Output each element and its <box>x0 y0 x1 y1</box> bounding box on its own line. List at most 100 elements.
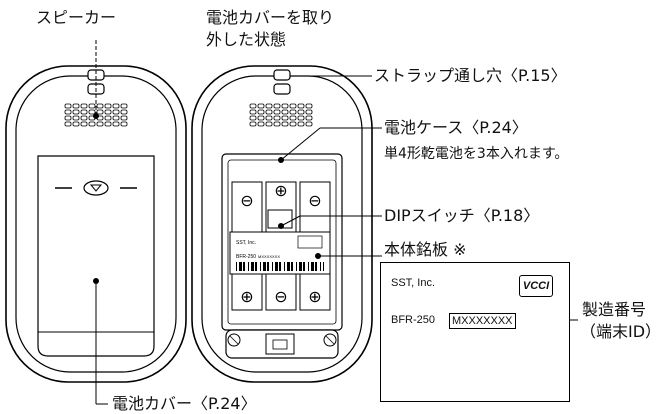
speaker-hole <box>112 115 120 121</box>
barcode-bar <box>255 262 257 271</box>
speaker-hole <box>281 103 289 109</box>
speaker-hole <box>120 103 128 109</box>
barcode-bar <box>263 262 266 271</box>
barcode-bar <box>267 262 269 271</box>
battery-cover-removed-label-line2: 外した状態 <box>206 30 287 49</box>
speaker-hole <box>64 115 72 121</box>
barcode-bar <box>296 262 297 271</box>
speaker-hole <box>80 115 88 121</box>
barcode-bar <box>315 262 317 271</box>
speaker-hole <box>96 103 104 109</box>
speaker-hole <box>120 121 128 127</box>
speaker-hole <box>64 109 72 115</box>
speaker-hole <box>281 121 289 127</box>
barcode-bar <box>299 262 302 271</box>
speaker-hole <box>104 115 112 121</box>
speaker-hole <box>249 121 257 127</box>
battery-3-plus-symbol: ⊕ <box>308 287 321 306</box>
battery-1-minus-symbol: ⊖ <box>240 191 253 210</box>
barcode-bar <box>279 262 281 271</box>
speaker-hole <box>265 121 273 127</box>
barcode-bar <box>248 262 249 271</box>
speaker-hole <box>305 121 313 127</box>
small-label-company: SST, Inc. <box>236 240 256 246</box>
speaker-hole <box>96 109 104 115</box>
speaker-hole <box>289 109 297 115</box>
nameplate-company: SST, Inc. <box>391 277 436 289</box>
speaker-hole <box>80 121 88 127</box>
device-back-cover-removed: ⊖ ⊕ ⊖ ⊕ ⊖ ⊕ SST, Inc. BFR-250 MXXXXXXX <box>191 65 373 383</box>
speaker-hole <box>112 121 120 127</box>
barcode-bar <box>251 262 254 271</box>
speaker-grill-left <box>64 103 128 127</box>
battery-2-plus-symbol: ⊕ <box>274 181 287 200</box>
battery-1-plus-symbol: ⊕ <box>240 287 253 306</box>
speaker-hole <box>257 115 265 121</box>
nameplate-label: 本体銘板 ※ <box>384 240 467 259</box>
speaker-hole <box>265 103 273 109</box>
small-label-serial: MXXXXXXX <box>258 254 280 259</box>
speaker-hole <box>120 115 128 121</box>
speaker-hole <box>305 115 313 121</box>
barcode-bar <box>284 262 285 271</box>
speaker-hole <box>112 103 120 109</box>
speaker-hole <box>72 109 80 115</box>
device-front-with-cover <box>5 65 187 383</box>
speaker-hole <box>104 103 112 109</box>
speaker-hole <box>104 109 112 115</box>
speaker-hole <box>64 103 72 109</box>
speaker-hole <box>120 109 128 115</box>
speaker-hole <box>112 109 120 115</box>
speaker-hole <box>305 103 313 109</box>
speaker-hole <box>257 121 265 127</box>
speaker-hole <box>297 103 305 109</box>
speaker-hole <box>72 103 80 109</box>
battery-cover-removed-label-line1: 電池カバーを取り <box>206 8 335 27</box>
speaker-hole <box>88 109 96 115</box>
barcode-bar <box>236 262 237 271</box>
speaker-hole <box>88 121 96 127</box>
battery-case-label: 電池ケース〈P.24〉 <box>384 118 528 137</box>
speaker-hole <box>273 103 281 109</box>
speaker-hole <box>80 109 88 115</box>
barcode-small <box>236 262 324 271</box>
speaker-label: スピーカー <box>36 8 117 27</box>
nameplate-model: BFR-250 <box>391 314 436 326</box>
barcode-bar <box>320 262 321 271</box>
speaker-hole <box>265 115 273 121</box>
speaker-hole <box>273 109 281 115</box>
speaker-hole <box>257 109 265 115</box>
strap-hole-right <box>273 69 291 81</box>
nameplate-serial: MXXXXXXX <box>449 313 516 329</box>
battery-cover <box>37 155 155 357</box>
serial-number-label-line1: 製造番号 <box>582 300 647 319</box>
barcode-bar <box>260 262 261 271</box>
barcode-bar <box>272 262 273 271</box>
speaker-hole <box>64 121 72 127</box>
barcode-bar <box>303 262 305 271</box>
dip-switch-label: DIPスイッチ〈P.18〉 <box>384 206 540 225</box>
nameplate-detail: SST, Inc. VCCI BFR-250 MXXXXXXX <box>380 262 570 402</box>
speaker-hole <box>297 109 305 115</box>
speaker-hole <box>249 103 257 109</box>
barcode-bar <box>308 262 309 271</box>
speaker-hole <box>281 109 289 115</box>
barcode-bar <box>311 262 314 271</box>
speaker-hole <box>249 115 257 121</box>
barcode-bar <box>275 262 278 271</box>
barcode-bar <box>287 262 290 271</box>
speaker-hole <box>88 103 96 109</box>
strap-hole-label: ストラップ通し穴〈P.15〉 <box>374 66 567 85</box>
vcci-mark: VCCI <box>519 275 553 297</box>
speaker-hole <box>249 109 257 115</box>
battery-2-minus-symbol: ⊖ <box>274 287 287 306</box>
battery-cover-label: 電池カバー〈P.24〉 <box>112 394 257 413</box>
barcode-bar <box>239 262 242 271</box>
speaker-hole <box>257 103 265 109</box>
speaker-hole <box>297 121 305 127</box>
battery-3-minus-symbol: ⊖ <box>308 191 321 210</box>
speaker-hole <box>273 115 281 121</box>
battery-note: 単4形乾電池を3本入れます。 <box>384 146 569 162</box>
speaker-hole <box>72 115 80 121</box>
